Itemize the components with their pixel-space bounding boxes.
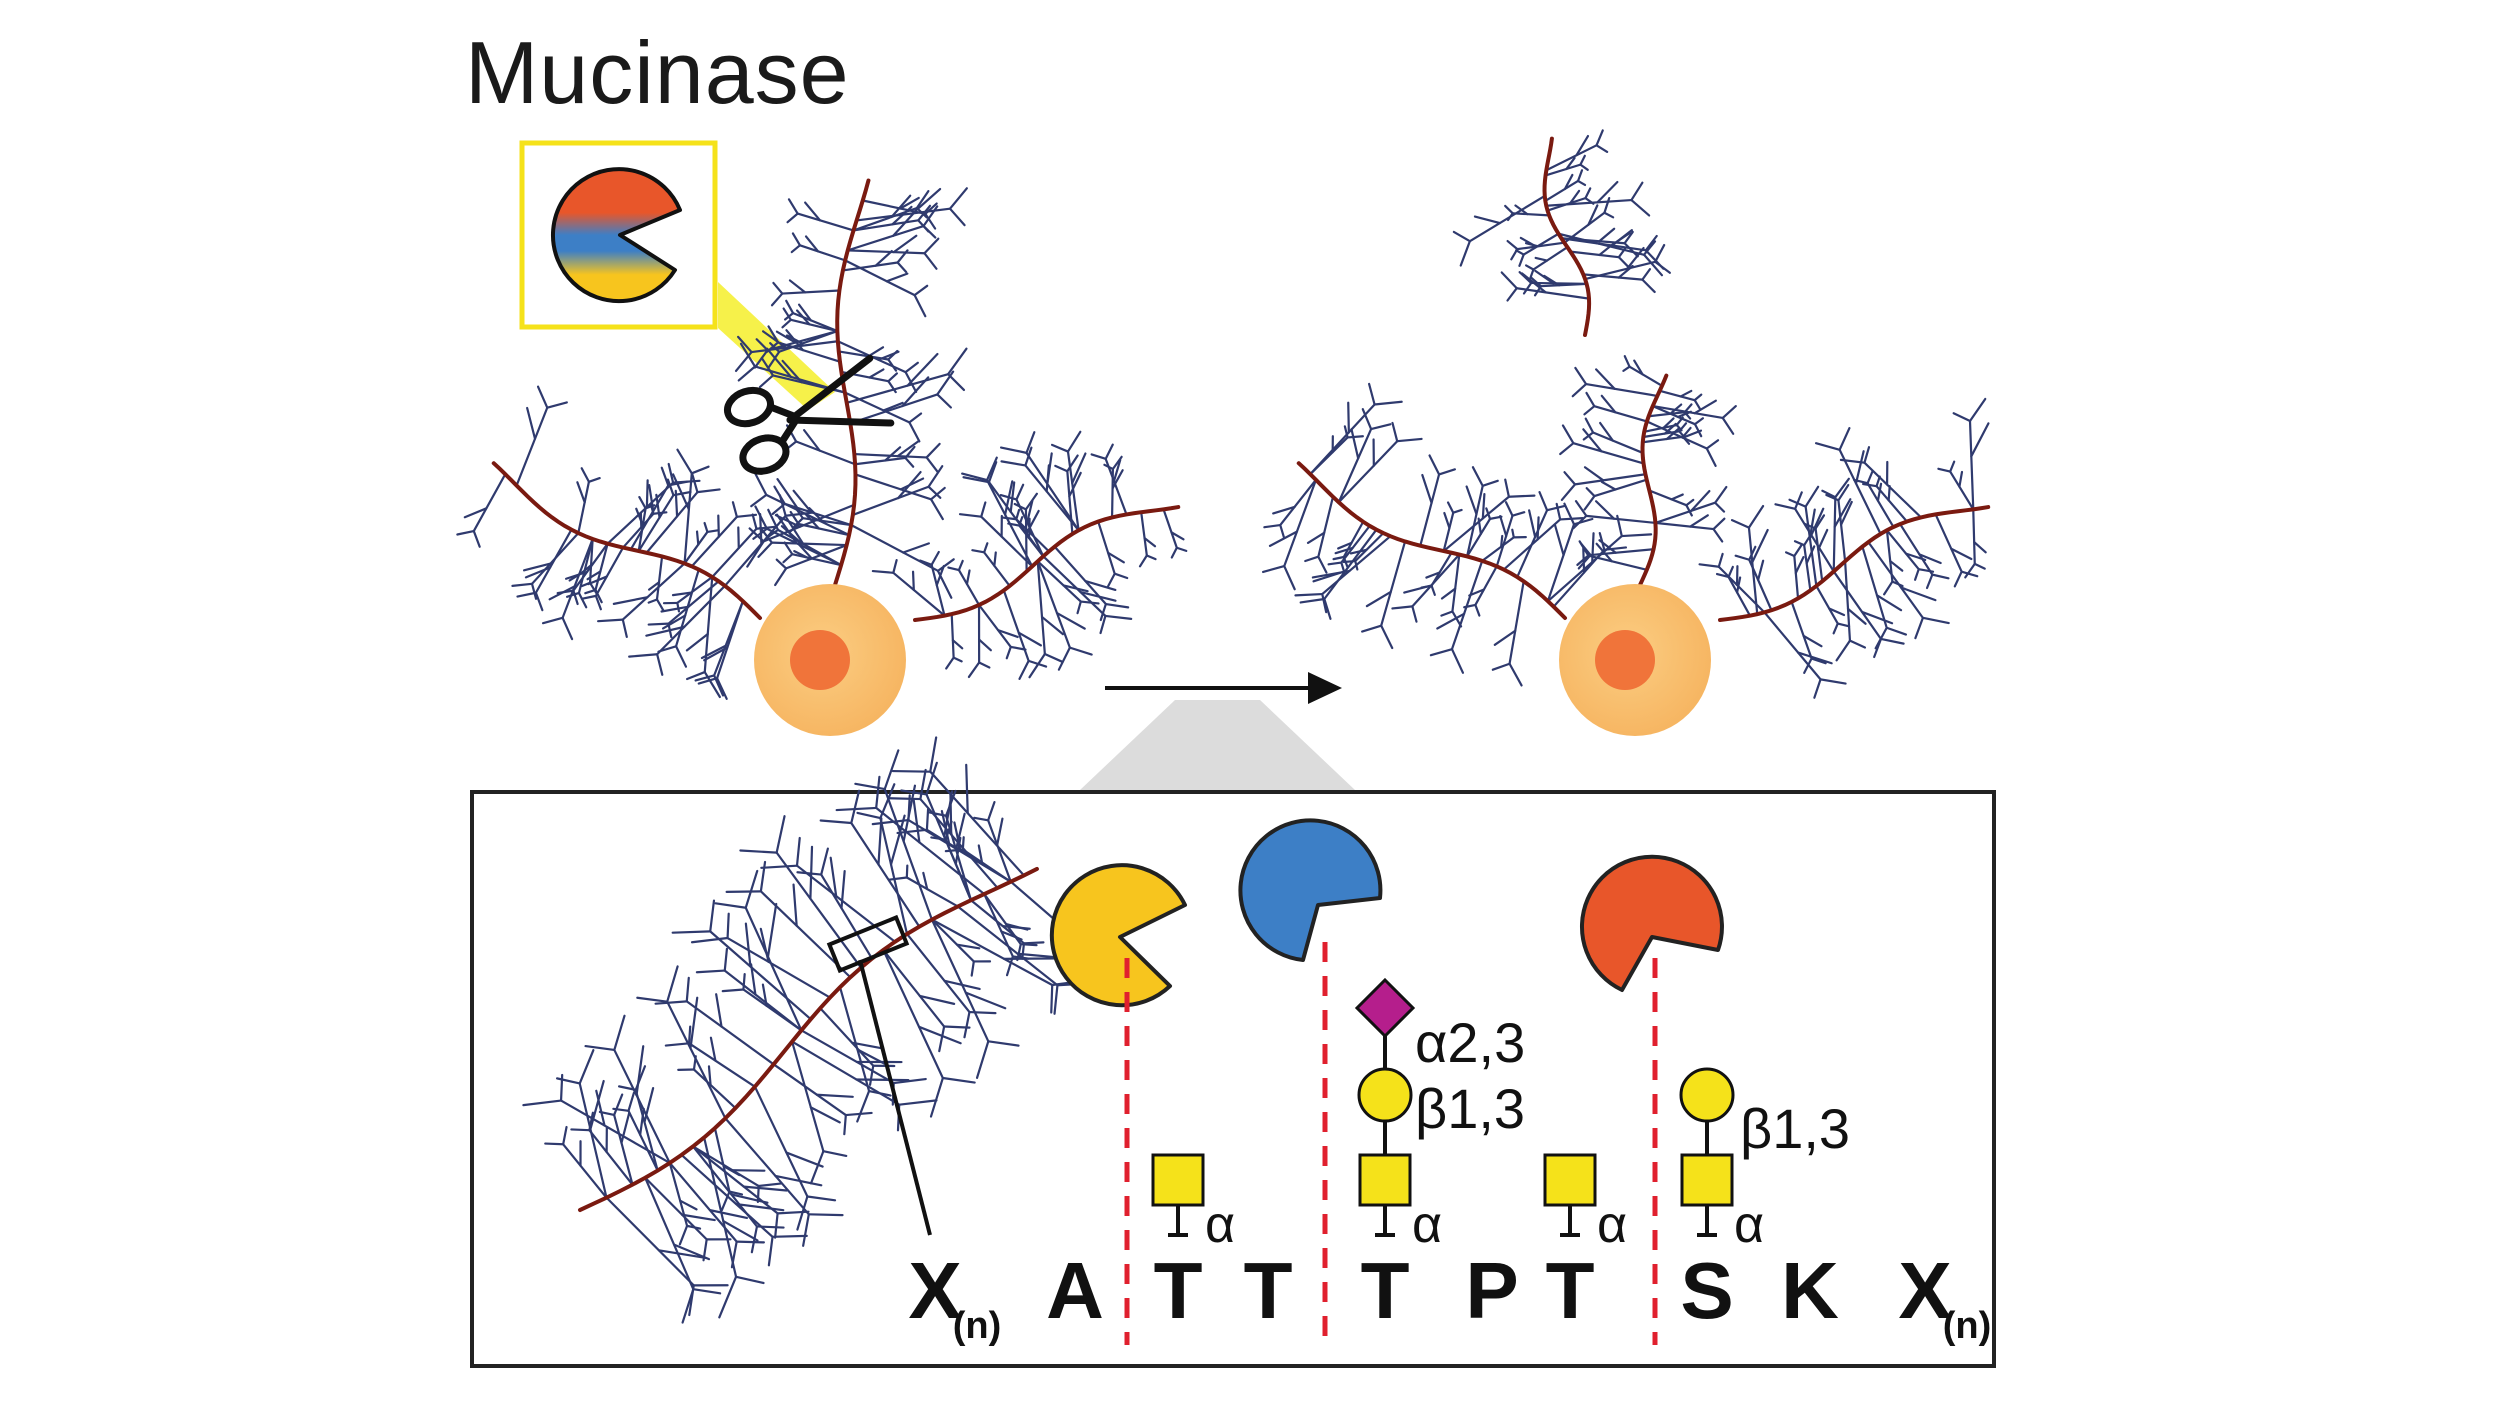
residue-t: T xyxy=(1244,1246,1293,1335)
galnac-square xyxy=(1543,1153,1597,1207)
core1-glycan: α β1,3 xyxy=(1679,1067,1850,1254)
linkage-a23-label: α2,3 xyxy=(1415,1011,1525,1074)
alpha-label: α xyxy=(1597,1196,1627,1254)
residue-k: K xyxy=(1781,1246,1839,1335)
mucin-left-after xyxy=(1262,382,1653,687)
alpha-label: α xyxy=(1205,1196,1235,1254)
mucin-cleaved-fragment xyxy=(1452,129,1671,337)
detail-mucin-backbone xyxy=(522,736,1114,1324)
mucin-right xyxy=(871,430,1188,680)
residue-t: T xyxy=(1154,1246,1203,1335)
mucin-left xyxy=(456,385,813,700)
detail-box xyxy=(470,790,1996,1368)
residue-s: S xyxy=(1680,1246,1733,1335)
galactose-circle xyxy=(1679,1067,1735,1123)
mucin-top xyxy=(734,178,968,599)
detail-mucin-strand xyxy=(522,736,1114,1324)
alpha-label: α xyxy=(1734,1196,1764,1254)
enzyme-orange xyxy=(1580,854,1724,992)
zoom-callout-wedge xyxy=(718,282,835,410)
cell-after xyxy=(1559,584,1711,736)
galnac-square xyxy=(1151,1153,1205,1207)
figure-title: Mucinase xyxy=(465,23,850,122)
enzyme-blue xyxy=(1238,818,1383,962)
cell-before xyxy=(754,584,906,736)
sialic-acid-diamond xyxy=(1354,977,1416,1039)
cleavage-sites xyxy=(1124,942,1658,1345)
sialyl-t-glycan: α α2,3 β1,3 xyxy=(1354,977,1525,1254)
scissors-icon xyxy=(723,354,895,475)
mucinase-pacman-icon xyxy=(551,167,682,304)
galnac-glycan: α xyxy=(1543,1153,1627,1254)
mucin-stub-after xyxy=(1559,355,1737,587)
residue-x: X xyxy=(908,1246,961,1335)
residue-subscript: (n) xyxy=(953,1305,1002,1347)
residue-p: P xyxy=(1465,1246,1518,1335)
residue-t: T xyxy=(1361,1246,1410,1335)
residue-t: T xyxy=(1546,1246,1595,1335)
glycan-structures: α α α2,3 β1,3 α xyxy=(1151,977,1850,1254)
linkage-b13-label: β1,3 xyxy=(1740,1097,1850,1160)
galnac-square xyxy=(1680,1153,1734,1207)
strand-zoom-marker xyxy=(826,914,932,1236)
mucinase-inset xyxy=(519,140,718,330)
residue-x: X xyxy=(1898,1246,1951,1335)
galnac-square xyxy=(1358,1153,1412,1207)
linkage-b13-label: β1,3 xyxy=(1415,1077,1525,1140)
galactose-circle xyxy=(1357,1067,1413,1123)
reaction-arrow-icon xyxy=(1105,672,1342,704)
zoom-wedge xyxy=(1080,700,1355,790)
alpha-label: α xyxy=(1412,1196,1442,1254)
residue-a: A xyxy=(1046,1246,1104,1335)
mucin-right-after xyxy=(1698,397,1991,699)
residue-subscript: (n) xyxy=(1943,1305,1992,1347)
galnac-glycan: α xyxy=(1151,1153,1235,1254)
